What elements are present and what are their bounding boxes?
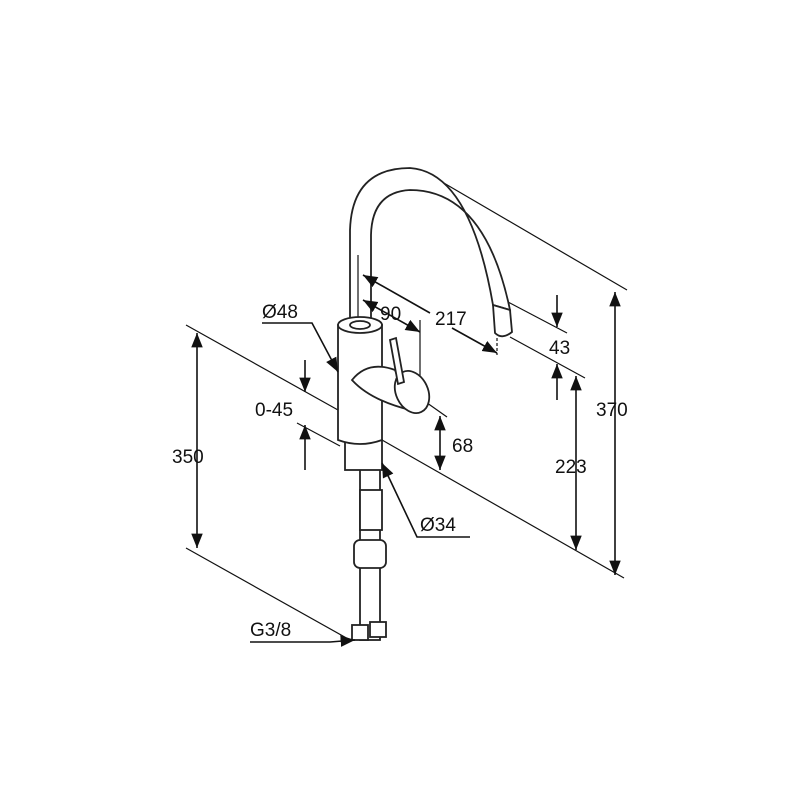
- label-total-height: 370: [596, 400, 628, 421]
- label-hose-length: 350: [172, 447, 204, 468]
- label-spout-angle: 90: [380, 304, 401, 325]
- faucet-drawing: [337, 167, 513, 641]
- extension-lines: [185, 171, 628, 641]
- label-spout-clearance: 43: [549, 338, 570, 359]
- label-body-diameter: Ø48: [262, 302, 298, 323]
- label-connection-thread: G3/8: [250, 620, 291, 641]
- label-deck-thickness: 0-45: [255, 400, 293, 421]
- label-spout-reach: 217: [435, 309, 467, 330]
- label-lever-height: 68: [452, 436, 473, 457]
- dimension-lines: [191, 274, 621, 647]
- label-shank-diameter: Ø34: [420, 515, 456, 536]
- label-outlet-height: 223: [555, 457, 587, 478]
